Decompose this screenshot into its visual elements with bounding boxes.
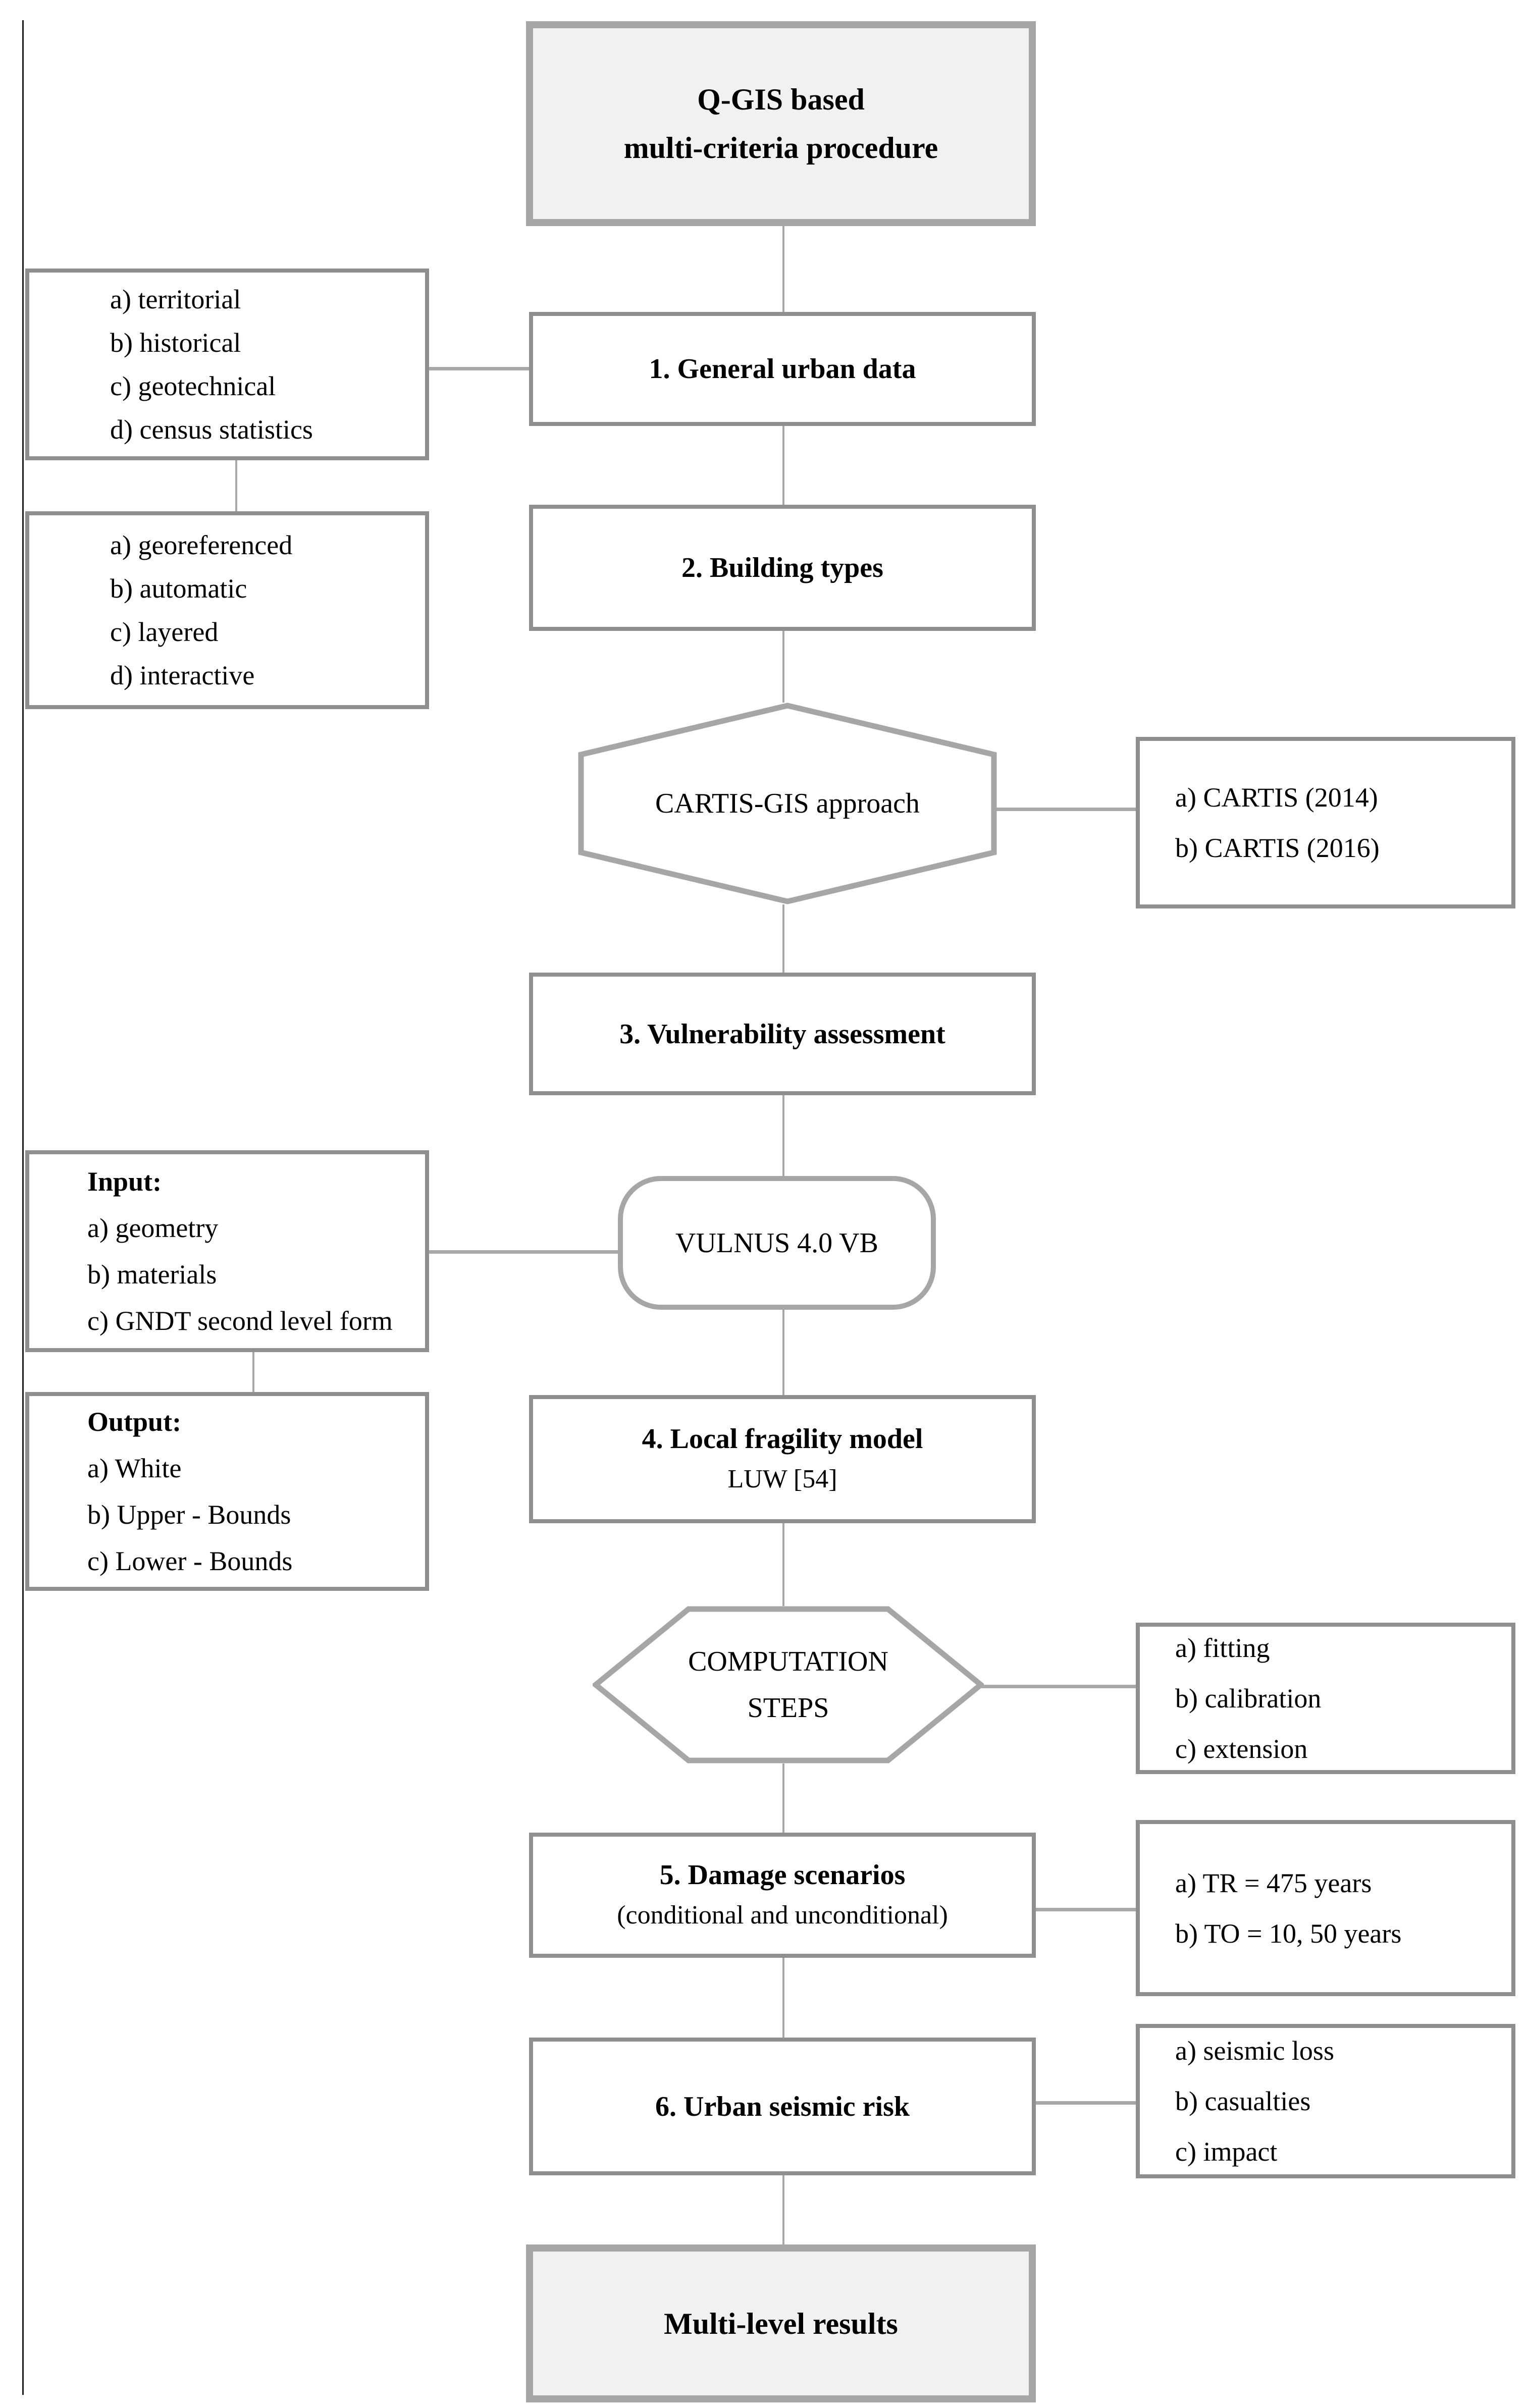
step2-node: 2. Building types (529, 505, 1036, 631)
connector-vulnus-step4 (782, 1310, 784, 1395)
output-list: Output: a) White b) Upper - Bounds c) Lo… (25, 1392, 429, 1591)
list-item: c) impact (1175, 2136, 1278, 2167)
connector-step2-cartis-hex (782, 631, 784, 703)
list-item: a) territorial (110, 284, 241, 314)
step4-label-line2: LUW [54] (727, 1465, 837, 1493)
step6-label: 6. Urban seismic risk (655, 2091, 910, 2122)
connector-input-list-vulnus (429, 1250, 618, 1254)
connector-computation-hex-step5 (782, 1763, 784, 1833)
connector-step6-end (782, 2175, 784, 2244)
vulnus-node: VULNUS 4.0 VB (618, 1176, 936, 1310)
end-node: Multi-level results (526, 2244, 1036, 2402)
urban-data-list: a) territorial b) historical c) geotechn… (25, 269, 429, 460)
list-item: b) Upper - Bounds (87, 1500, 291, 1530)
computation-hexagon-label-line2: STEPS (747, 1692, 829, 1724)
list-item: b) casualties (1175, 2086, 1311, 2116)
building-types-list: a) georeferenced b) automatic c) layered… (25, 511, 429, 709)
connector-step3-vulnus (782, 1095, 784, 1176)
list-item: c) GNDT second level form (87, 1306, 393, 1336)
computation-hexagon-label-line1: COMPUTATION (688, 1646, 888, 1677)
list-item: b) historical (110, 328, 241, 358)
step5-label-line2: (conditional and unconditional) (617, 1901, 948, 1930)
list-item: c) Lower - Bounds (87, 1546, 293, 1576)
connector-step4-computation-hex (782, 1523, 784, 1606)
step5-node: 5. Damage scenarios (conditional and unc… (529, 1833, 1036, 1958)
cartis-hexagon-node: CARTIS-GIS approach (578, 703, 997, 904)
input-list-title: Input: (87, 1166, 162, 1197)
cartis-versions-list: a) CARTIS (2014) b) CARTIS (2016) (1136, 737, 1515, 908)
list-item: c) layered (110, 617, 219, 647)
output-list-title: Output: (87, 1407, 182, 1437)
computation-hexagon-shape (593, 1606, 984, 1763)
step2-label: 2. Building types (681, 552, 883, 583)
step4-node: 4. Local fragility model LUW [54] (529, 1395, 1036, 1523)
list-item: a) seismic loss (1175, 2036, 1334, 2066)
computation-steps-list: a) fitting b) calibration c) extension (1136, 1623, 1515, 1774)
list-item: c) geotechnical (110, 371, 276, 401)
start-node-label-line1: Q-GIS based (697, 83, 865, 116)
connector-step1-step2 (782, 426, 784, 505)
connector-step5-damage-list (1036, 1908, 1136, 1911)
list-item: c) extension (1175, 1734, 1308, 1764)
start-node: Q-GIS based multi-criteria procedure (526, 21, 1036, 226)
connector-cartis-hex-cartis-list (994, 808, 1136, 811)
risk-outputs-list: a) seismic loss b) casualties c) impact (1136, 2024, 1515, 2178)
cartis-hexagon-shape (578, 703, 997, 904)
list-item: b) CARTIS (2016) (1175, 833, 1380, 863)
list-item: a) geometry (87, 1213, 219, 1243)
step5-label-line1: 5. Damage scenarios (659, 1859, 906, 1891)
list-item: d) interactive (110, 660, 255, 690)
list-item: b) materials (87, 1259, 217, 1290)
connector-cartis-hex-step3 (782, 904, 784, 973)
connector-start-step1 (782, 226, 784, 312)
list-item: b) TO = 10, 50 years (1175, 1918, 1402, 1949)
list-item: b) calibration (1175, 1683, 1322, 1714)
computation-hexagon-label: COMPUTATION STEPS (593, 1606, 984, 1763)
step1-label: 1. General urban data (649, 353, 916, 385)
connector-urban-data-list-step1 (429, 367, 529, 370)
figure-left-rule (22, 20, 24, 2395)
step1-node: 1. General urban data (529, 312, 1036, 426)
step4-label-line1: 4. Local fragility model (642, 1423, 923, 1455)
list-item: d) census statistics (110, 414, 313, 445)
connector-step5-step6 (782, 1958, 784, 2038)
input-list: Input: a) geometry b) materials c) GNDT … (25, 1150, 429, 1352)
step6-node: 6. Urban seismic risk (529, 2038, 1036, 2175)
connector-step6-risk-list (1036, 2101, 1136, 2105)
step3-node: 3. Vulnerability assessment (529, 973, 1036, 1095)
damage-scenarios-list: a) TR = 475 years b) TO = 10, 50 years (1136, 1820, 1515, 1996)
list-item: a) georeferenced (110, 530, 293, 560)
cartis-hexagon-label: CARTIS-GIS approach (655, 788, 920, 819)
list-item: a) White (87, 1453, 182, 1483)
step3-label: 3. Vulnerability assessment (619, 1018, 945, 1050)
connector-computation-hex-computation-list (981, 1685, 1136, 1688)
list-item: a) TR = 475 years (1175, 1867, 1372, 1898)
vulnus-label: VULNUS 4.0 VB (675, 1227, 878, 1259)
list-item: a) fitting (1175, 1633, 1270, 1663)
computation-hexagon-node: COMPUTATION STEPS (593, 1606, 984, 1763)
end-node-label: Multi-level results (664, 2307, 898, 2340)
list-item: a) CARTIS (2014) (1175, 782, 1378, 813)
list-item: b) automatic (110, 573, 247, 604)
connector-input-list-output-list (252, 1352, 254, 1392)
start-node-label-line2: multi-criteria procedure (623, 131, 938, 165)
connector-urban-data-list-building-types-list (235, 460, 237, 511)
